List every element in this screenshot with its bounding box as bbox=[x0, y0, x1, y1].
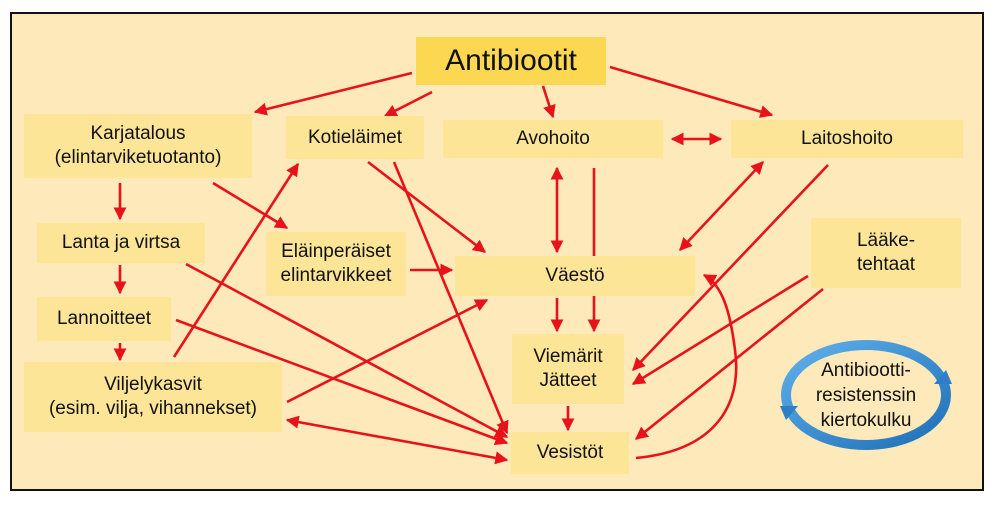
arrow-kotielaimet-vaesto bbox=[367, 160, 487, 254]
node-viljelykasvit: Viljelykasvit (esim. vilja, vihannekset) bbox=[24, 362, 282, 432]
arrow-lanta-vesistot bbox=[185, 262, 509, 439]
arrow-vesistot-vaesto bbox=[635, 273, 738, 460]
arrow-viljelykasvit-vesistot bbox=[285, 415, 509, 465]
node-laitoshoito: Laitoshoito bbox=[731, 120, 963, 158]
arrow-kotielaimet-vesistot bbox=[392, 161, 509, 435]
node-karjatalous: Karjatalous (elintarviketuotanto) bbox=[24, 114, 252, 178]
node-lanta: Lanta ja virtsa bbox=[37, 223, 205, 263]
node-avohoito: Avohoito bbox=[443, 120, 663, 158]
node-vaesto: Väestö bbox=[455, 256, 695, 296]
arrow-antibiootit-laitoshoito bbox=[609, 65, 774, 118]
node-elainperaiset: Eläinperäiset elintarvikkeet bbox=[266, 232, 406, 296]
arrow-antibiootit-avohoito bbox=[541, 85, 556, 119]
cycle-arrowhead-left bbox=[780, 406, 798, 420]
arrow-viljelykasvit-vaesto bbox=[286, 298, 489, 404]
node-viemarit: Viemärit Jätteet bbox=[512, 334, 624, 404]
arrow-karjatalous-elainperaiset bbox=[212, 181, 289, 230]
arrow-viljelykasvit-kotielaimet bbox=[172, 162, 300, 358]
cycle-icon bbox=[780, 340, 952, 450]
arrow-laaketehtaat-viemarit bbox=[631, 274, 809, 386]
cycle-arrowhead-right bbox=[934, 370, 952, 384]
node-lannoitteet: Lannoitteet bbox=[37, 297, 171, 341]
arrow-laitoshoito-viemarit bbox=[632, 164, 829, 371]
node-kotielaimet: Kotieläimet bbox=[286, 116, 424, 159]
node-vesistot: Vesistöt bbox=[511, 432, 629, 474]
arrow-antibiootit-kotielaimet bbox=[383, 90, 433, 118]
node-antibiootit: Antibiootit bbox=[416, 37, 606, 85]
cycle-label: Antibiootti- resistenssin kiertokulku bbox=[815, 359, 917, 431]
arrow-antibiootit-karjatalous bbox=[253, 71, 413, 116]
node-laaketehtaat: Lääke- tehtaat bbox=[811, 218, 961, 288]
arrow-laaketehtaat-vesistot bbox=[634, 287, 824, 441]
arrow-laitoshoito-vaesto bbox=[679, 161, 764, 251]
